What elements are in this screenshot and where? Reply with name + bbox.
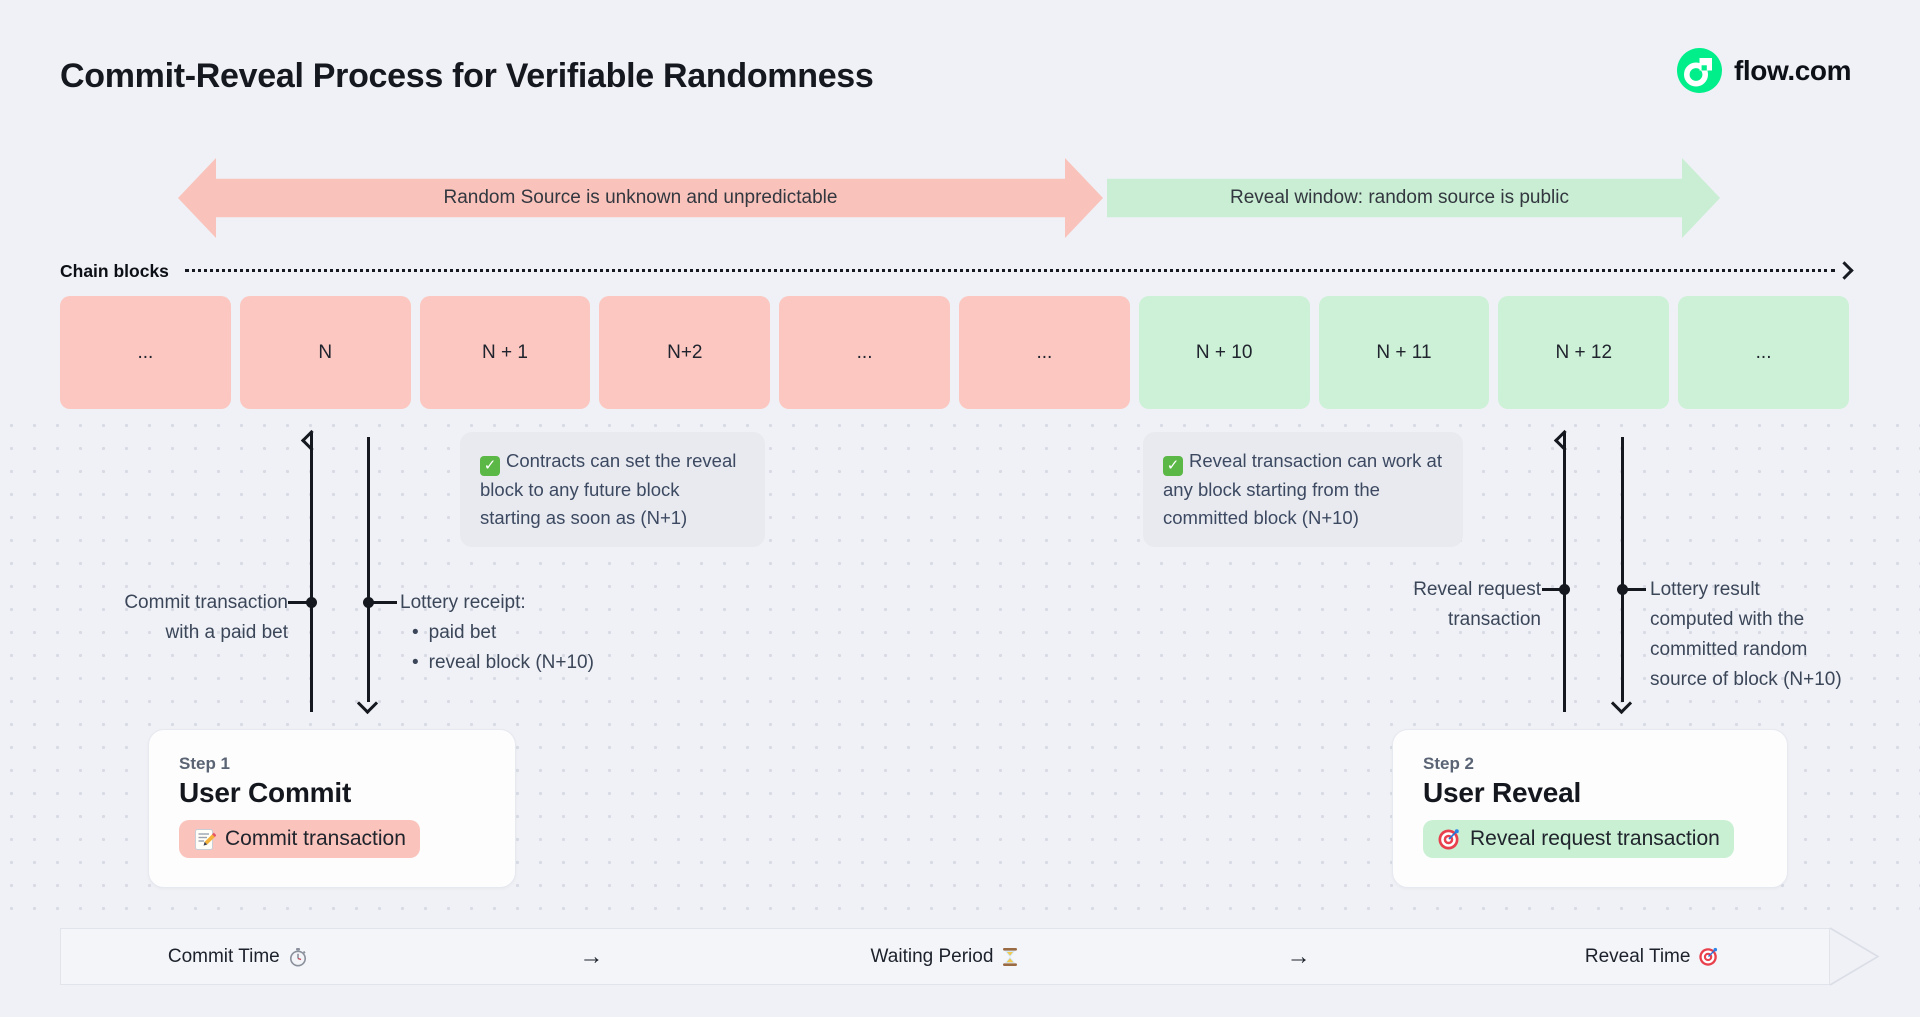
reveal-badge-label: Reveal request transaction: [1470, 827, 1720, 850]
connector-dot: [1559, 584, 1570, 595]
chain-block: N + 1: [419, 296, 591, 409]
page-title: Commit-Reveal Process for Verifiable Ran…: [60, 57, 874, 95]
chain-block: N + 11: [1318, 296, 1490, 409]
chain-block: ...: [779, 296, 950, 409]
reveal-request-label: Reveal request transaction: [1413, 579, 1541, 630]
stopwatch-icon: [288, 947, 308, 967]
connector-stub: [1622, 588, 1646, 591]
step1-eyebrow: Step 1: [179, 754, 231, 773]
reveal-up-arrow-line: [1563, 433, 1566, 712]
connector-dot: [306, 597, 317, 608]
chain-block: ...: [1678, 296, 1849, 409]
memo-icon: [193, 828, 216, 851]
timeline-waiting-period: Waiting Period: [768, 946, 1122, 968]
commit-up-arrow-line: [310, 433, 313, 712]
target-icon: [1698, 946, 1719, 967]
reveal-phase-label: Reveal window: random source is public: [1230, 187, 1569, 208]
connector-stub: [288, 601, 312, 604]
flow-brand-link[interactable]: flow.com: [1677, 48, 1852, 93]
lottery-result-label: Lottery result computed with the committ…: [1650, 579, 1842, 690]
timeline-arrow-icon: →: [1286, 942, 1311, 970]
step1-card: Step 1 User Commit Commit transaction: [148, 729, 516, 888]
commit-phase-label: Random Source is unknown and unpredictab…: [443, 187, 838, 208]
receipt-down-arrow-line: [367, 437, 370, 702]
connector-dot: [363, 597, 374, 608]
timeline-end-arrow-icon: [1829, 927, 1880, 986]
chain-block: N + 10: [1138, 296, 1310, 409]
commit-transaction-badge: Commit transaction: [179, 820, 420, 858]
connector-dot: [1617, 584, 1628, 595]
result-down-arrow-line: [1621, 437, 1624, 702]
timeline-bar: Commit Time → Waiting Period: [60, 928, 1830, 985]
bullet-icon: •: [412, 622, 419, 643]
connector-stub: [368, 601, 397, 604]
commit-note: ✓Contracts can set the reveal block to a…: [460, 432, 765, 547]
reveal-note-text: Reveal transaction can work at any block…: [1163, 450, 1442, 528]
commit-transaction-label: Commit transaction with a paid bet: [124, 592, 288, 643]
connector-stub: [1542, 588, 1565, 591]
step2-card: Step 2 User Reveal Reveal request transa…: [1392, 729, 1788, 888]
chain-block: N: [239, 296, 411, 409]
commit-phase-arrow: Random Source is unknown and unpredictab…: [178, 158, 1103, 238]
timeline-reveal-time: Reveal Time: [1475, 946, 1829, 968]
check-icon: ✓: [1163, 456, 1183, 476]
step2-title: User Reveal: [1423, 777, 1582, 808]
target-icon: [1437, 827, 1461, 851]
chain-blocks-label: Chain blocks: [60, 261, 169, 281]
brand-text: flow.com: [1734, 54, 1852, 86]
lottery-receipt-label: Lottery receipt: • paid bet • reveal blo…: [400, 588, 660, 678]
commit-badge-label: Commit transaction: [225, 827, 406, 850]
chain-arrow-icon: [1835, 261, 1854, 280]
step1-title: User Commit: [179, 777, 352, 808]
step2-eyebrow: Step 2: [1423, 754, 1475, 773]
commit-note-text: Contracts can set the reveal block to an…: [480, 450, 737, 528]
chain-block: N + 12: [1498, 296, 1670, 409]
timeline-arrow-icon: →: [579, 942, 604, 970]
hourglass-icon: [1001, 947, 1019, 967]
timeline-commit-time: Commit Time: [61, 946, 415, 968]
chain-block: ...: [60, 296, 231, 409]
chain-block: ...: [958, 296, 1130, 409]
reveal-phase-arrow: Reveal window: random source is public: [1107, 158, 1720, 238]
flow-logo-icon: [1677, 48, 1722, 93]
bullet-icon: •: [412, 652, 419, 673]
reveal-note: ✓Reveal transaction can work at any bloc…: [1143, 432, 1463, 547]
reveal-request-badge: Reveal request transaction: [1423, 820, 1734, 858]
chain-blocks-row: ... N N + 1 N+2 ... ... N + 10 N + 11 N …: [60, 296, 1849, 409]
chain-dotted-line: [185, 269, 1835, 272]
chain-block: N+2: [599, 296, 771, 409]
check-icon: ✓: [480, 456, 500, 476]
